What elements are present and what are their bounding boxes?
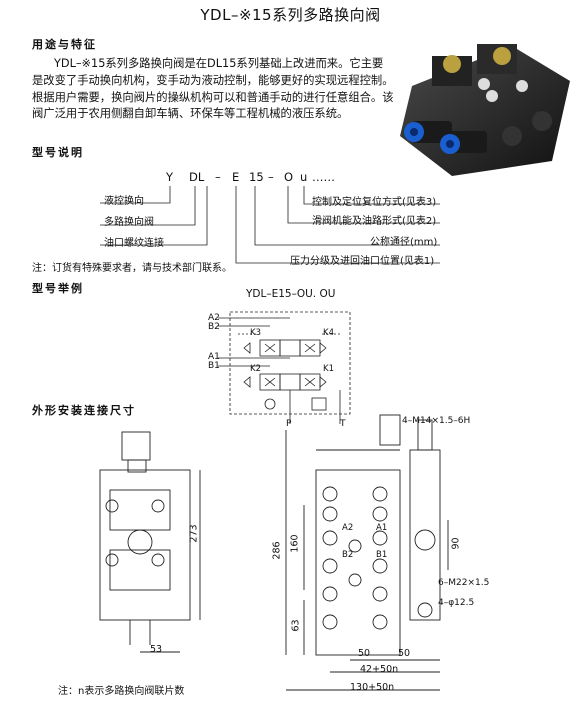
side-view-drawing: [99, 431, 201, 653]
port-t: T: [340, 419, 346, 429]
label-slide-function: 滑阀机能及油路形式(见表2): [312, 216, 437, 227]
code-char-y: Y: [166, 170, 174, 184]
label-thread-connection: 油口螺纹连接: [104, 238, 164, 249]
front-port-b2: B2: [342, 550, 354, 560]
code-char-u: u: [300, 170, 308, 184]
dim-m22-ports: 6–M22×1.5: [438, 578, 490, 588]
port-a1: A1: [208, 352, 220, 362]
code-char-e: E: [232, 170, 240, 184]
valve-product-photo: [400, 44, 570, 176]
code-char-o: O: [284, 170, 294, 184]
dim-90: 90: [450, 537, 462, 550]
section-model-desc-heading: 型号说明: [32, 146, 84, 159]
label-control-mode: 控制及定位复位方式(见表3): [312, 197, 437, 208]
label-pressure-grade: 压力分级及进回油口位置(见表1): [290, 256, 435, 267]
front-view-drawing: [285, 414, 449, 691]
intro-paragraph: YDL–※15系列多路换向阀是在DL15系列基础上改进而来。它主要是改变了手动换…: [32, 57, 394, 121]
dim-mount-holes: 4–φ12.5: [438, 598, 475, 608]
port-a2: A2: [208, 313, 220, 323]
dim-42-50n: 42+50n: [360, 664, 399, 675]
example-model-code: YDL–E15–OU. OU: [246, 288, 336, 300]
front-port-b1: B1: [376, 550, 388, 560]
dim-thread-callout: 4–M14×1.5–6H: [402, 416, 471, 426]
port-b1: B1: [208, 361, 220, 371]
hydraulic-schematic: [218, 311, 351, 424]
port-k1: K1: [323, 364, 334, 374]
port-k3: K3: [250, 328, 261, 338]
dim-160: 160: [289, 534, 301, 553]
dim-50-b: 50: [398, 648, 411, 659]
dim-130-50n: 130+50n: [350, 682, 395, 693]
port-k4: K4: [323, 328, 334, 338]
dim-63: 63: [290, 619, 302, 632]
code-char-dash1: –: [215, 170, 221, 184]
code-char-dl: DL: [189, 170, 205, 184]
code-char-ellipsis: ……: [312, 170, 335, 184]
dim-50-a: 50: [358, 648, 371, 659]
section-model-example-heading: 型号举例: [32, 282, 84, 295]
footer-note: 注：n表示多路换向阀联片数: [58, 686, 185, 697]
dim-273: 273: [188, 524, 200, 543]
dim-286: 286: [271, 541, 283, 560]
front-port-a1: A1: [376, 523, 388, 533]
code-char-dash2: –: [268, 170, 274, 184]
code-char-15: 15: [249, 170, 264, 184]
dim-53: 53: [150, 644, 163, 655]
section-dimensions-heading: 外形安装连接尺寸: [32, 404, 136, 417]
label-hydraulic-control: 液控换向: [104, 196, 144, 207]
front-port-a2: A2: [342, 523, 354, 533]
port-p: P: [286, 419, 292, 429]
label-multiway-valve: 多路换向阀: [104, 217, 154, 228]
port-k2: K2: [250, 364, 261, 374]
page-title: YDL–※15系列多路换向阀: [200, 6, 381, 24]
port-b2: B2: [208, 322, 220, 332]
label-nominal-diameter: 公称通径(mm): [370, 237, 438, 248]
section-usage-heading: 用途与特征: [32, 38, 97, 51]
model-note: 注：订货有特殊要求者，请与技术部门联系。: [32, 263, 232, 274]
